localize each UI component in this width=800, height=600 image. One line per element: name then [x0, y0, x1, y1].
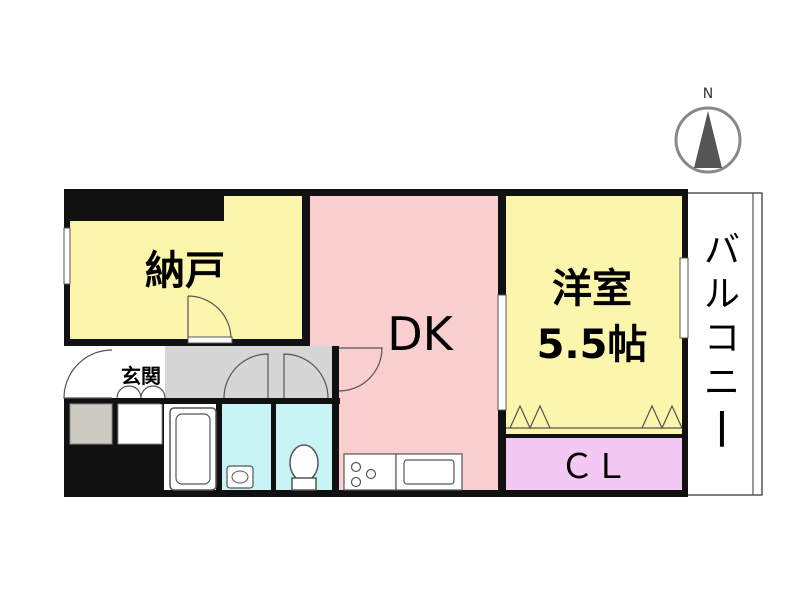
- bathtub-icon: [169, 407, 217, 491]
- dk-label: DK: [387, 307, 454, 361]
- storage-label: 納戸: [145, 248, 225, 294]
- washbasin-icon: [226, 465, 254, 489]
- closet: [504, 437, 684, 495]
- windows: [63, 227, 689, 411]
- compass: N: [674, 86, 742, 174]
- western-room-size-label: 5.5帖: [537, 322, 648, 368]
- dk-room: [308, 193, 502, 495]
- western-room: [504, 193, 684, 437]
- door-swings: [63, 295, 383, 399]
- corridor: [165, 346, 335, 398]
- western-room-label: 洋室: [552, 266, 632, 312]
- balcony-label: バルコニ|: [704, 230, 740, 447]
- shoe-box: [69, 403, 113, 445]
- closet-door-icons: [506, 404, 683, 430]
- balcony: バルコニ|: [685, 192, 763, 496]
- storage-box: [117, 403, 163, 445]
- kitchen-sink-icon: [395, 453, 463, 491]
- closet-label: ＣＬ: [560, 447, 628, 487]
- toilet-icon: [289, 444, 319, 491]
- wall-block-top: [64, 193, 224, 221]
- stove-icon: [343, 453, 397, 491]
- entrance-label: 玄関: [121, 364, 161, 388]
- compass-north-arrow-icon: [694, 111, 722, 168]
- compass-label: N: [703, 86, 713, 102]
- entrance: [117, 346, 165, 398]
